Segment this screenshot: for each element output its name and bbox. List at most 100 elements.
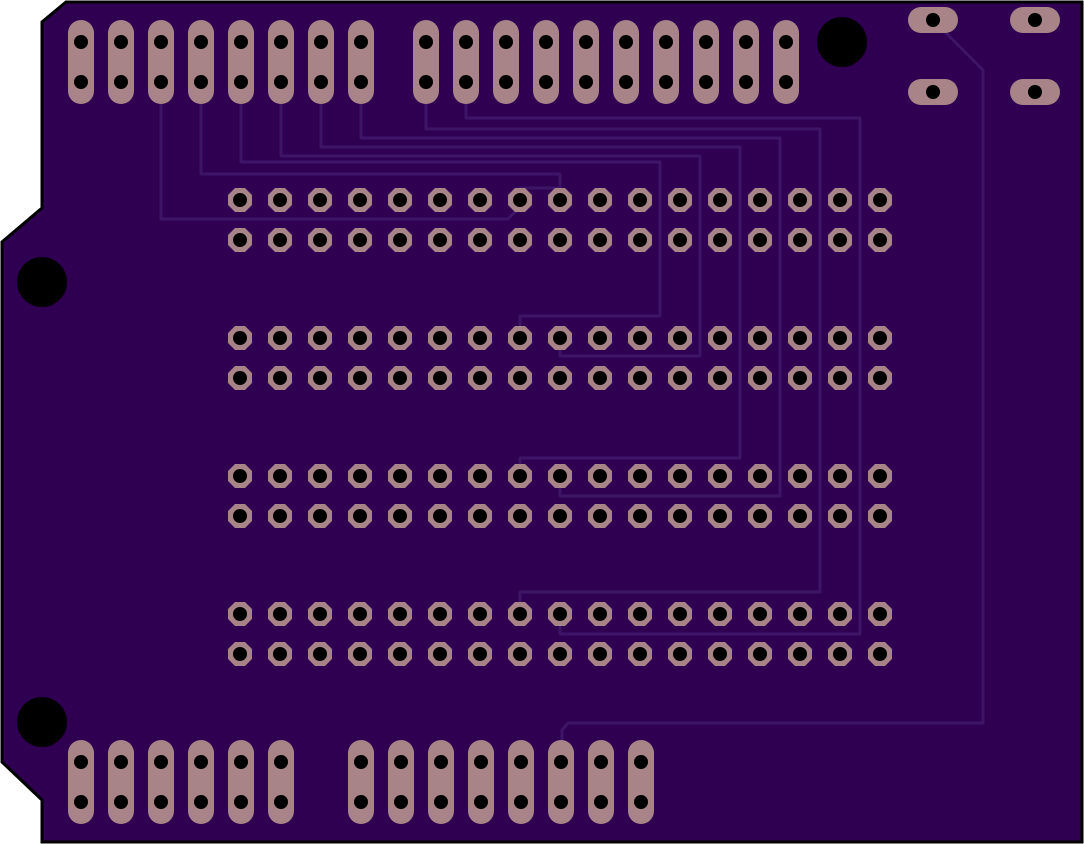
header-pin	[533, 20, 559, 104]
proto-pad	[868, 326, 892, 350]
proto-pad	[788, 188, 812, 212]
proto-pad	[348, 602, 372, 626]
proto-pad	[748, 602, 772, 626]
proto-pad	[548, 464, 572, 488]
proto-pad	[708, 464, 732, 488]
proto-pad	[628, 642, 652, 666]
proto-pad	[508, 366, 532, 390]
proto-pad	[268, 366, 292, 390]
proto-pad	[468, 228, 492, 252]
proto-pad	[868, 366, 892, 390]
proto-pad	[308, 366, 332, 390]
proto-pad	[708, 366, 732, 390]
proto-pad	[828, 464, 852, 488]
proto-pad	[668, 326, 692, 350]
proto-pad	[348, 326, 372, 350]
proto-pad	[228, 504, 252, 528]
proto-pad	[428, 326, 452, 350]
proto-pad	[468, 464, 492, 488]
mounting-hole	[17, 697, 67, 747]
proto-pad	[828, 366, 852, 390]
proto-pad	[588, 188, 612, 212]
header-pin-rows	[68, 20, 799, 824]
header-pin	[68, 20, 94, 104]
proto-pad	[628, 326, 652, 350]
header-pin	[388, 740, 414, 824]
proto-pad	[388, 326, 412, 350]
proto-pad	[588, 602, 612, 626]
proto-pad	[508, 642, 532, 666]
proto-pad	[508, 326, 532, 350]
proto-pad	[388, 228, 412, 252]
proto-pad	[388, 504, 412, 528]
header-pin	[453, 20, 479, 104]
header-pin	[493, 20, 519, 104]
proto-pad	[828, 326, 852, 350]
proto-pad	[548, 504, 572, 528]
proto-pad	[788, 504, 812, 528]
proto-pad	[508, 464, 532, 488]
proto-pad	[468, 642, 492, 666]
proto-pad	[708, 188, 732, 212]
proto-pad	[428, 228, 452, 252]
copper-trace	[424, 82, 822, 614]
proto-pad	[748, 464, 772, 488]
proto-pad	[268, 228, 292, 252]
proto-pad	[508, 188, 532, 212]
proto-pad	[628, 366, 652, 390]
proto-pad	[588, 228, 612, 252]
proto-pad	[308, 464, 332, 488]
proto-pad	[388, 602, 412, 626]
proto-pad	[428, 642, 452, 666]
proto-pad	[268, 326, 292, 350]
header-pin	[548, 740, 574, 824]
trace-layer	[159, 18, 985, 742]
copper-trace	[359, 82, 782, 498]
proto-pad	[548, 642, 572, 666]
proto-pad	[228, 642, 252, 666]
proto-pad	[828, 228, 852, 252]
proto-pad	[228, 228, 252, 252]
proto-pad	[268, 188, 292, 212]
proto-pad	[788, 464, 812, 488]
proto-pad	[468, 366, 492, 390]
proto-pad	[508, 602, 532, 626]
copper-trace	[279, 82, 702, 358]
proto-pad	[668, 228, 692, 252]
proto-pad	[588, 326, 612, 350]
proto-pad	[548, 188, 572, 212]
jack-pad	[908, 79, 958, 105]
prototype-grid	[228, 188, 892, 666]
header-pin	[148, 20, 174, 104]
proto-pad	[748, 642, 772, 666]
proto-pad	[388, 188, 412, 212]
proto-pad	[508, 228, 532, 252]
header-pin	[573, 20, 599, 104]
mounting-holes	[17, 17, 867, 747]
proto-pad	[348, 228, 372, 252]
proto-pad	[468, 188, 492, 212]
proto-pad	[588, 464, 612, 488]
header-pin	[773, 20, 799, 104]
proto-pad	[308, 602, 332, 626]
power-jack-pads	[908, 7, 1060, 105]
proto-pad	[428, 366, 452, 390]
header-pin	[148, 740, 174, 824]
proto-pad	[428, 504, 452, 528]
header-pin	[268, 20, 294, 104]
proto-pad	[708, 326, 732, 350]
proto-pad	[868, 642, 892, 666]
proto-pad	[588, 504, 612, 528]
header-pin	[108, 740, 134, 824]
proto-pad	[788, 228, 812, 252]
proto-pad	[268, 504, 292, 528]
proto-pad	[548, 366, 572, 390]
proto-pad	[748, 366, 772, 390]
proto-pad	[468, 504, 492, 528]
proto-pad	[668, 642, 692, 666]
proto-pad	[788, 642, 812, 666]
header-pin	[613, 20, 639, 104]
proto-pad	[388, 464, 412, 488]
